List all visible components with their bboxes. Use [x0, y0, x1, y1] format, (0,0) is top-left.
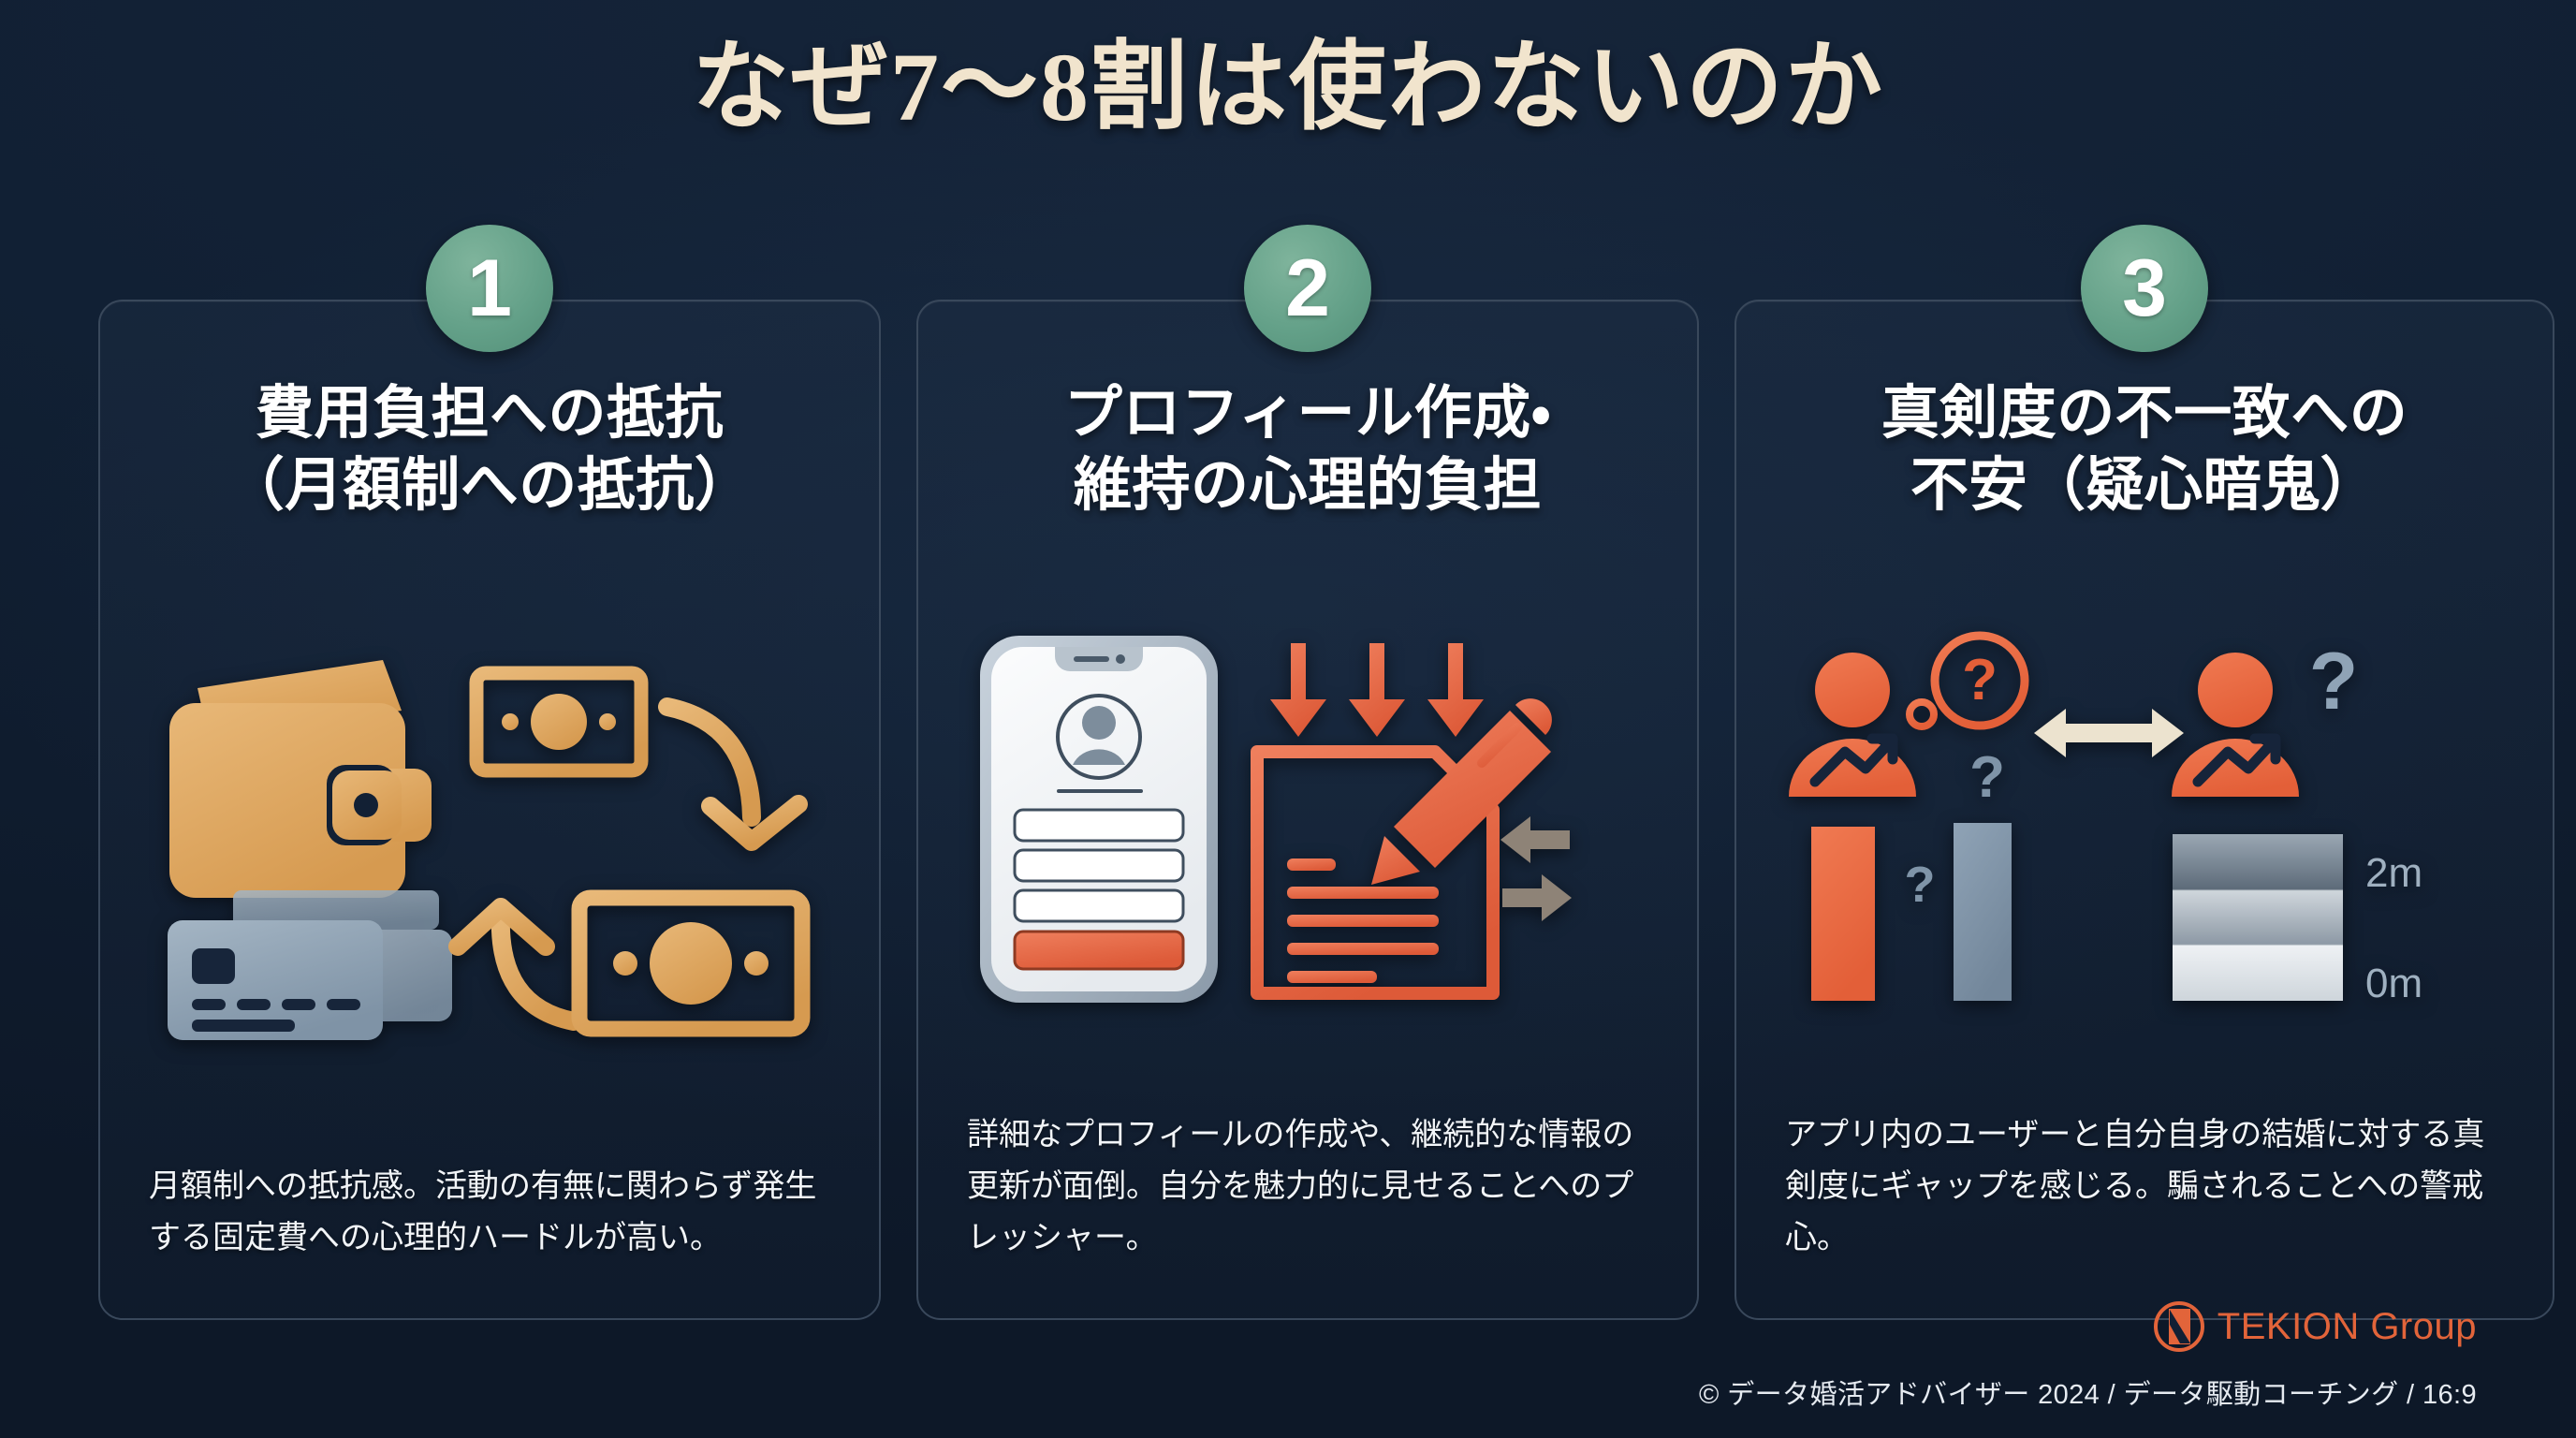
- smartphone-icon: [980, 636, 1218, 1004]
- card-3-body: アプリ内のユーザーと自分自身の結婚に対する真剣度にギャップを感じる。騙されること…: [1785, 1116, 2485, 1255]
- credit-card-icon: [168, 889, 452, 1040]
- card-2-heading: プロフィール作成・ 維持の心理的負担: [1063, 381, 1552, 518]
- person-left-icon: [1789, 653, 1916, 798]
- side-arrows-icon: [1500, 816, 1572, 922]
- card-2-illustration: [961, 522, 1654, 1109]
- card-3: 3 真剣度の不一致への 不安（疑心暗鬼）: [1734, 225, 2554, 1320]
- card-2-body: 詳細なプロフィールの作成や、継続的な情報の更新が面倒。自分を魅力的に見せることへ…: [967, 1116, 1634, 1255]
- card-1-heading: 費用負担への抵抗 （月額制への抵抗）: [226, 381, 754, 518]
- question-mark-mid: ?: [1969, 745, 2005, 810]
- banknote-bottom-icon: [571, 889, 811, 1037]
- document-icon: [1251, 745, 1500, 1001]
- question-mark-low: ?: [1905, 857, 1936, 913]
- cards-row: 1 費用負担への抵抗 （月額制への抵抗）: [98, 225, 2554, 1320]
- cycle-arrows-icon: [448, 697, 808, 1031]
- card-2-number-badge: 2: [1244, 225, 1371, 352]
- banknote-top-icon: [469, 666, 649, 778]
- card-3-number-badge: 3: [2081, 225, 2208, 352]
- card-3-heading: 真剣度の不一致への 不安（疑心暗鬼）: [1881, 381, 2408, 518]
- scale-label-top: 2m: [2365, 850, 2422, 896]
- tekion-n-logo-icon: [2153, 1301, 2204, 1352]
- brand-logo: TEKION Group: [2153, 1301, 2477, 1352]
- question-mark-right: ?: [2309, 637, 2359, 726]
- copyright-text: © データ婚活アドバイザー 2024 / データ駆動コーチング / 16:9: [1699, 1380, 2477, 1410]
- double-arrow-icon: [2034, 709, 2184, 758]
- card-1: 1 費用負担への抵抗 （月額制への抵抗）: [98, 225, 881, 1320]
- thought-bubble-question-icon: ?: [1906, 631, 2029, 731]
- page-title: なぜ7〜8割は使わないのか: [691, 34, 1884, 141]
- card-1-number-badge: 1: [426, 225, 553, 352]
- card-2: 2 プロフィール作成・ 維持の心理的負担: [916, 225, 1699, 1320]
- down-arrows-icon: [1270, 643, 1484, 738]
- wallet-creditcard-money-cycle-icon: [168, 659, 811, 1040]
- brand-name: TEKION Group: [2217, 1305, 2477, 1347]
- two-people-question-gap-bars-icon: ? ? ? ?: [1789, 631, 2422, 1006]
- bar-grey: [1954, 823, 2012, 1002]
- gradient-scale-bar: [2173, 834, 2343, 1002]
- pen-icon: [1371, 698, 1552, 886]
- card-3-illustration: ? ? ? ?: [1779, 522, 2510, 1109]
- card-1-illustration: [143, 522, 836, 1161]
- svg-text:?: ?: [1962, 648, 1998, 712]
- card-1-body: 月額制への抵抗感。活動の有無に関わらず発生する固定費への心理的ハードルが高い。: [149, 1167, 817, 1255]
- wallet-icon: [169, 659, 432, 898]
- scale-label-bottom: 0m: [2365, 961, 2422, 1006]
- person-right-icon: [2172, 653, 2299, 798]
- smartphone-profile-form-document-pen-icon: [980, 636, 1572, 1004]
- bar-orange: [1811, 827, 1875, 1002]
